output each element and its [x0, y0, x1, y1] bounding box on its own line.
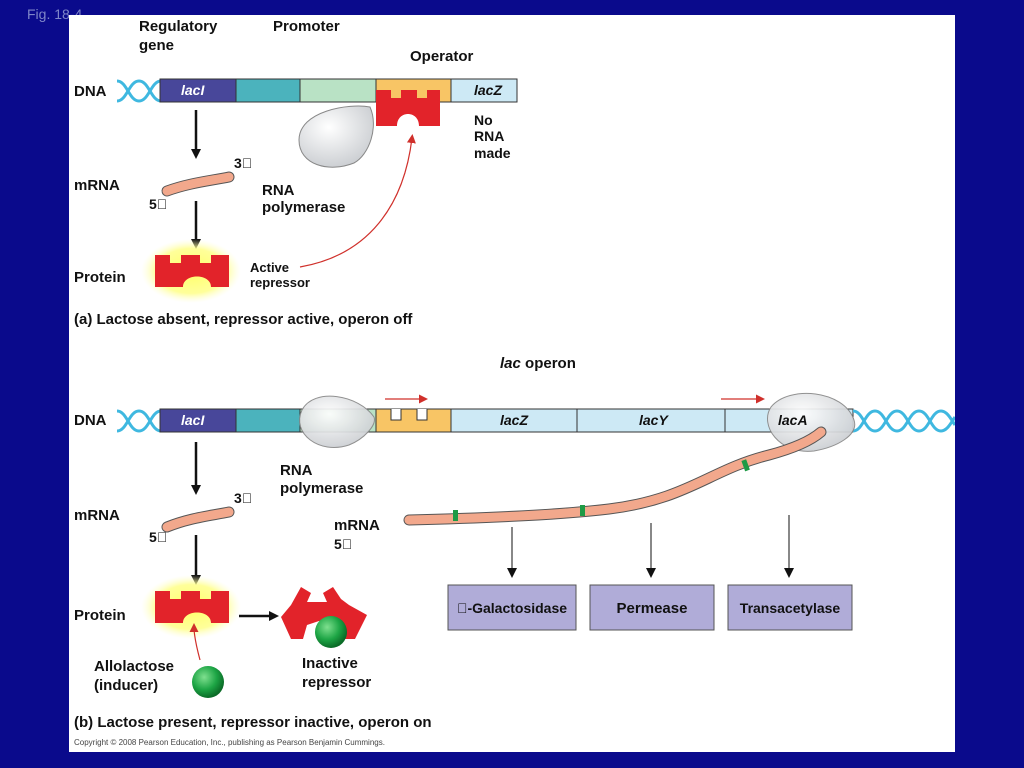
inactive-repressor-label-1: Inactive: [302, 655, 358, 672]
mrna-strand-a: [162, 172, 234, 196]
operator-region-b: [375, 408, 452, 433]
lacy-label: lacY: [639, 412, 669, 428]
rna-polymerase-b-transcribing: [767, 393, 856, 452]
no-rna-3: made: [474, 145, 511, 161]
no-rna-1: No: [474, 112, 493, 128]
active-repressor-label-1: Active: [250, 260, 289, 275]
dna-helix-b-left: [116, 409, 162, 433]
bound-repressor: [376, 90, 440, 126]
protein-label-a: Protein: [74, 269, 126, 286]
transacetylase-label: Transacetylase: [740, 600, 841, 616]
promoter-label: Promoter: [273, 18, 340, 35]
rna-pol-label-a-1: RNA: [262, 182, 295, 199]
mrna-marker-2: [580, 505, 585, 516]
rna-polymerase-a: [298, 105, 374, 168]
promoter-region-a2: [299, 78, 377, 103]
mrna-3-end-b: 3 : [234, 490, 252, 506]
regulatory-gene-label-1: Regulatory: [139, 18, 218, 35]
mrna-strand-b: [162, 507, 234, 532]
dna-helix-b-right: [852, 409, 955, 433]
operator-label: Operator: [410, 48, 474, 65]
free-operator-site: [390, 409, 428, 421]
regulatory-gene-label-2: gene: [139, 37, 174, 54]
mrna-5-end-b: 5 : [149, 529, 167, 545]
protein-label-b: Protein: [74, 607, 126, 624]
lacz-label-b: lacZ: [500, 412, 528, 428]
laca-label: lacA: [778, 412, 808, 428]
long-mrna-5-end: 5 : [334, 536, 352, 552]
polycistronic-mrna: [404, 427, 826, 525]
mrna-marker-1: [453, 510, 458, 521]
lac-operon-diagram: Regulatory gene Promoter Operator DNA la…: [74, 18, 955, 747]
mrna-3-end-a: 3 : [234, 155, 252, 171]
repressor-binding-arrow: [299, 134, 416, 268]
beta-galactosidase-box: [447, 584, 577, 631]
inactive-repressor-label-2: repressor: [302, 674, 371, 691]
dna-helix-a: [116, 79, 162, 103]
promoter-region-a1: [235, 78, 301, 103]
bound-inducer: [315, 616, 347, 648]
active-repressor: [155, 255, 229, 287]
allolactose-label-2: (inducer): [94, 677, 158, 694]
permease-box: [589, 584, 715, 631]
promoter-region-b1: [235, 408, 301, 433]
active-repressor-label-2: repressor: [250, 275, 310, 290]
beta-galactosidase-label:  -Galactosidase: [457, 600, 567, 616]
mrna-marker-3: [741, 459, 750, 472]
mrna-label-b: mRNA: [74, 507, 120, 524]
figure-number: Fig. 18-4: [27, 6, 83, 22]
panel-a: Regulatory gene Promoter Operator DNA la…: [74, 18, 518, 328]
no-rna-2: RNA: [474, 128, 504, 144]
caption-a: (a) Lactose absent, repressor active, op…: [74, 311, 413, 328]
figure-panel: Regulatory gene Promoter Operator DNA la…: [69, 15, 955, 752]
repressor-b: [155, 591, 229, 623]
permease-label: Permease: [617, 600, 688, 617]
laci-label-b: lacI: [181, 412, 205, 428]
rna-polymerase-b-promoter: [299, 395, 375, 448]
copyright-notice: Copyright © 2008 Pearson Education, Inc.…: [74, 738, 385, 747]
laci-label-a: lacI: [181, 82, 205, 98]
rna-pol-label-b-1: RNA: [280, 462, 313, 479]
inducer-binding-arrow: [189, 623, 201, 661]
lac-operon-label: lac operon: [500, 355, 576, 372]
lacz-gene-a: [450, 78, 518, 103]
rna-pol-label-b-2: polymerase: [280, 480, 363, 497]
dna-label-b: DNA: [74, 412, 107, 429]
dna-label-a: DNA: [74, 83, 107, 100]
mrna-5-end-a: 5 : [149, 196, 167, 212]
allolactose-molecule: [192, 666, 224, 698]
transacetylase-box: [727, 584, 853, 631]
lacz-label-a: lacZ: [474, 82, 502, 98]
long-mrna-label: mRNA: [334, 517, 380, 534]
caption-b: (b) Lactose present, repressor inactive,…: [74, 714, 432, 731]
mrna-label-a: mRNA: [74, 177, 120, 194]
allolactose-label-1: Allolactose: [94, 658, 174, 675]
rna-pol-label-a-2: polymerase: [262, 199, 345, 216]
panel-b: lac operon DNA lacI lacZ lacY lacA: [74, 355, 955, 731]
